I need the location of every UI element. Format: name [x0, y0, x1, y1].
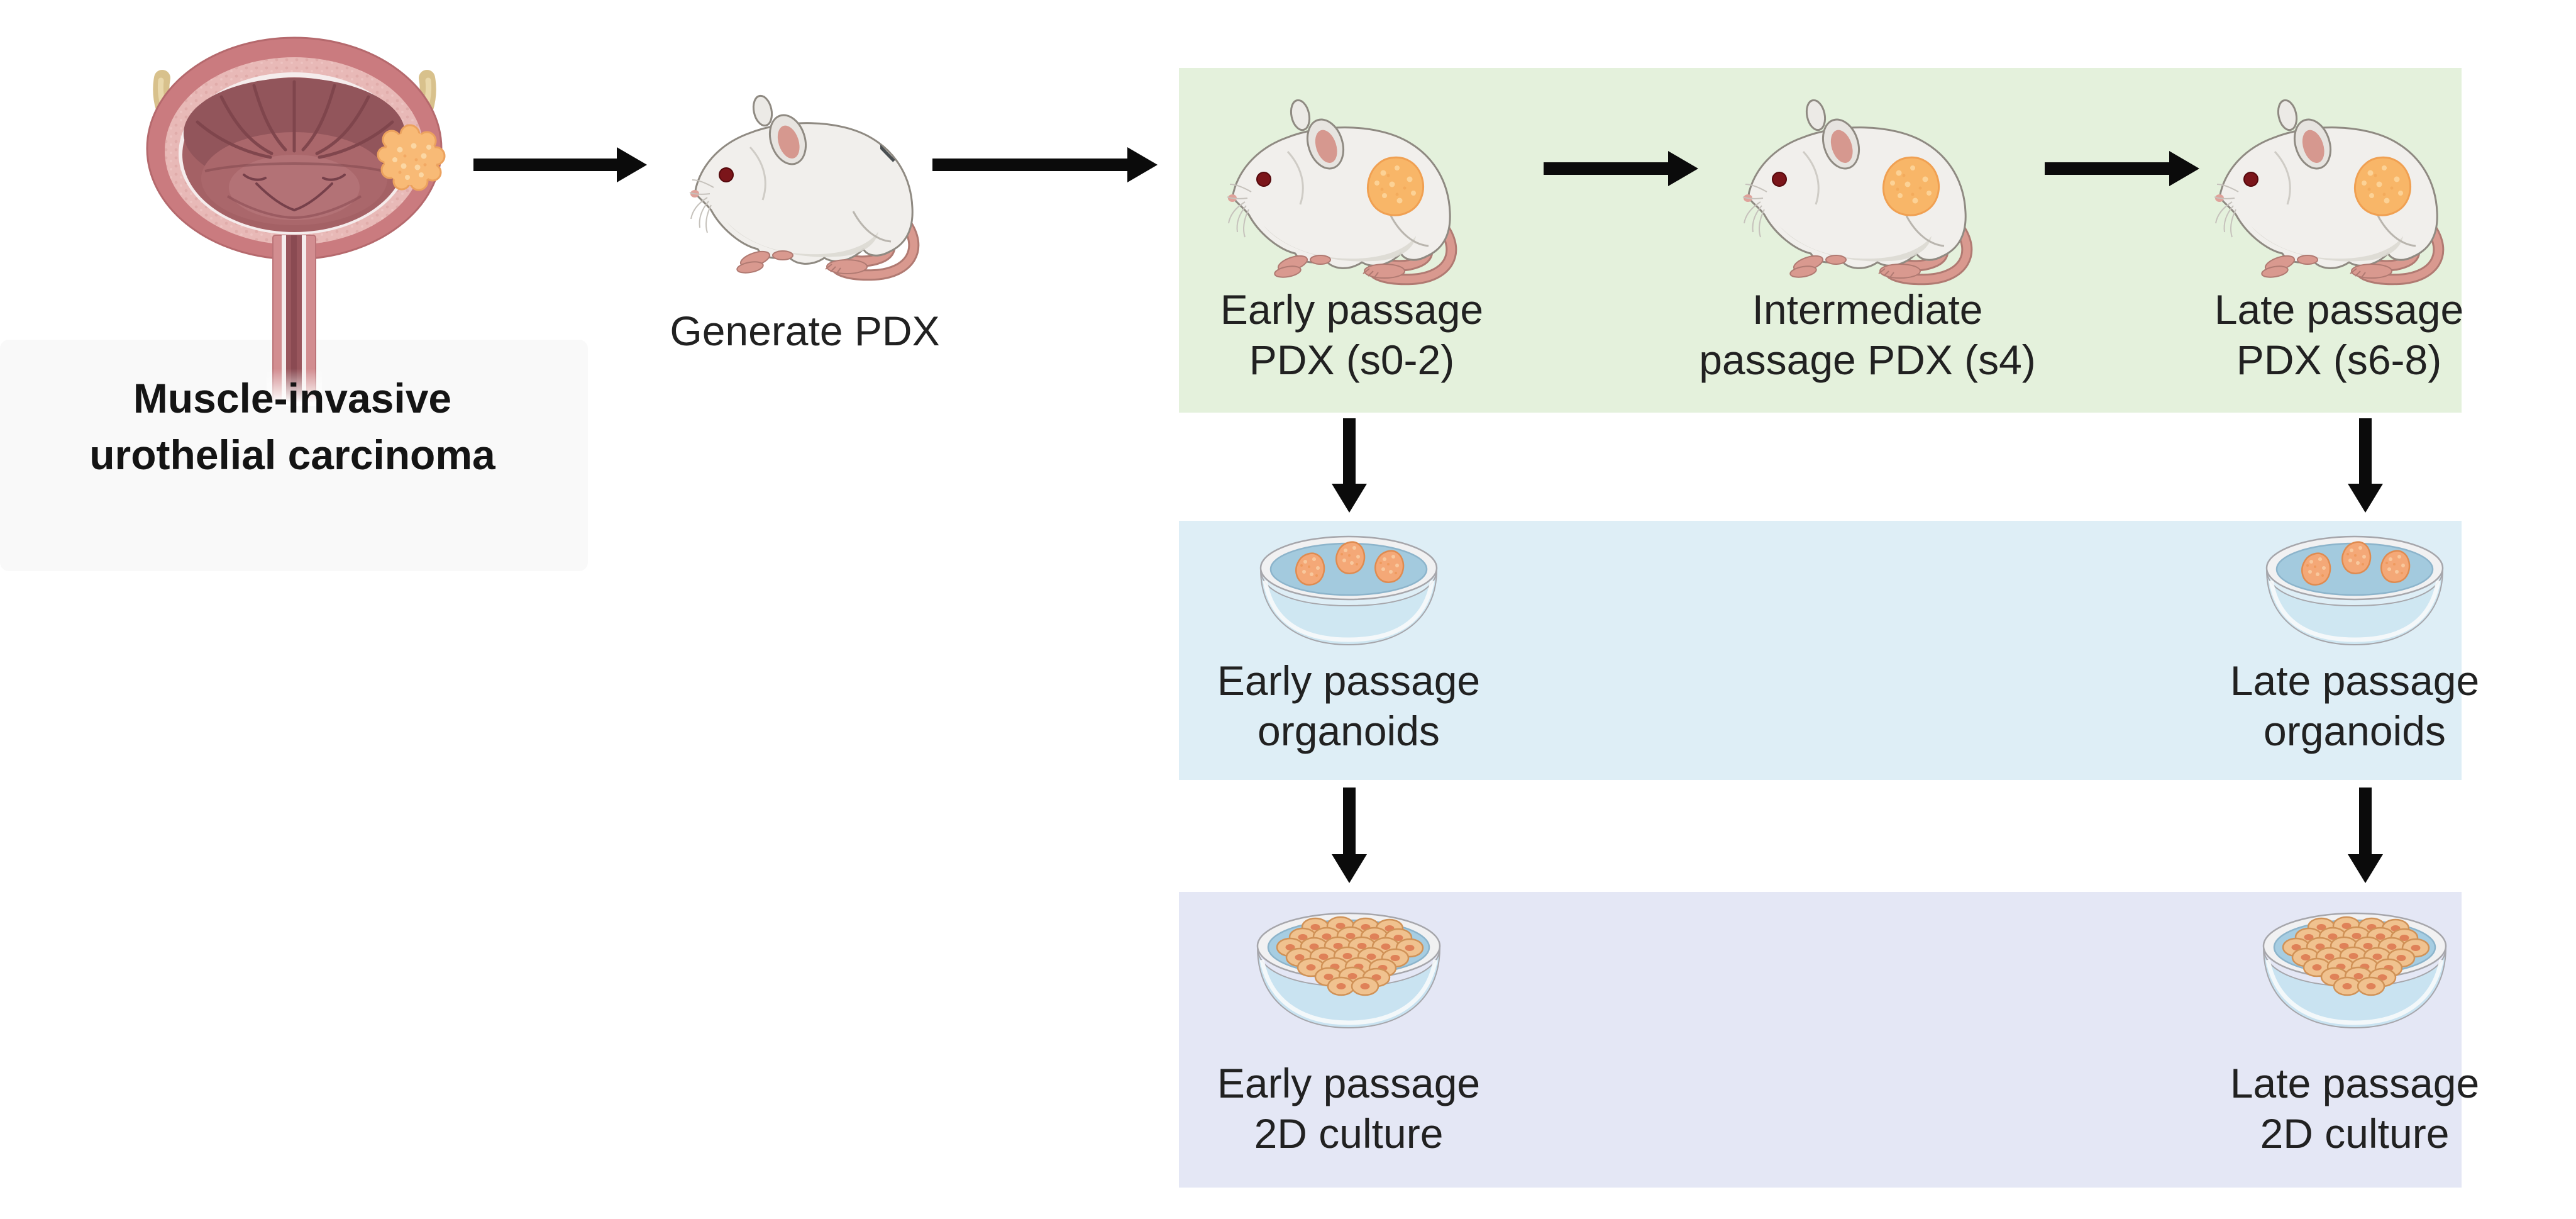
- pdx-label-early: Early passage PDX (s0-2): [1220, 286, 1484, 383]
- arrow-down-icon: [1343, 418, 1356, 485]
- petri-dish-2d-culture-icon: [1254, 907, 1443, 1042]
- culture-label-late: Late passage 2D culture: [2230, 1060, 2480, 1157]
- arrow-down-icon: [2359, 418, 2372, 485]
- syringe-icon: [880, 18, 1037, 175]
- lab-mouse-tumor-icon: [1742, 91, 1993, 286]
- lab-mouse-tumor-icon: [2213, 91, 2465, 286]
- bladder-with-tumor-icon: [123, 16, 466, 406]
- organoid-label-late: Late passage organoids: [2230, 657, 2480, 754]
- organoid-label-early: Early passage organoids: [1217, 657, 1481, 754]
- arrow-right-icon: [2045, 162, 2170, 175]
- petri-dish-2d-culture-icon: [2260, 907, 2449, 1042]
- arrow-right-icon: [473, 159, 618, 171]
- lab-mouse-tumor-icon: [1226, 91, 1478, 286]
- arrow-right-icon: [1544, 162, 1669, 175]
- pdx-label-late: Late passage PDX (s6-8): [2214, 286, 2464, 383]
- petri-dish-organoids-icon: [2264, 532, 2446, 657]
- petri-dish-organoids-icon: [1258, 532, 1440, 657]
- culture-label-early: Early passage 2D culture: [1217, 1060, 1481, 1157]
- title-line-1: Muscle-invasive: [133, 375, 452, 421]
- arrow-right-icon: [932, 159, 1129, 171]
- diagram-title: Muscle-invasive urothelial carcinoma: [9, 370, 575, 483]
- generate-pdx-label: Generate PDX: [670, 308, 940, 354]
- arrow-down-icon: [1343, 788, 1356, 855]
- title-line-2: urothelial carcinoma: [89, 431, 495, 478]
- pdx-label-intermediate: Intermediate passage PDX (s4): [1699, 286, 2036, 383]
- arrow-down-icon: [2359, 788, 2372, 855]
